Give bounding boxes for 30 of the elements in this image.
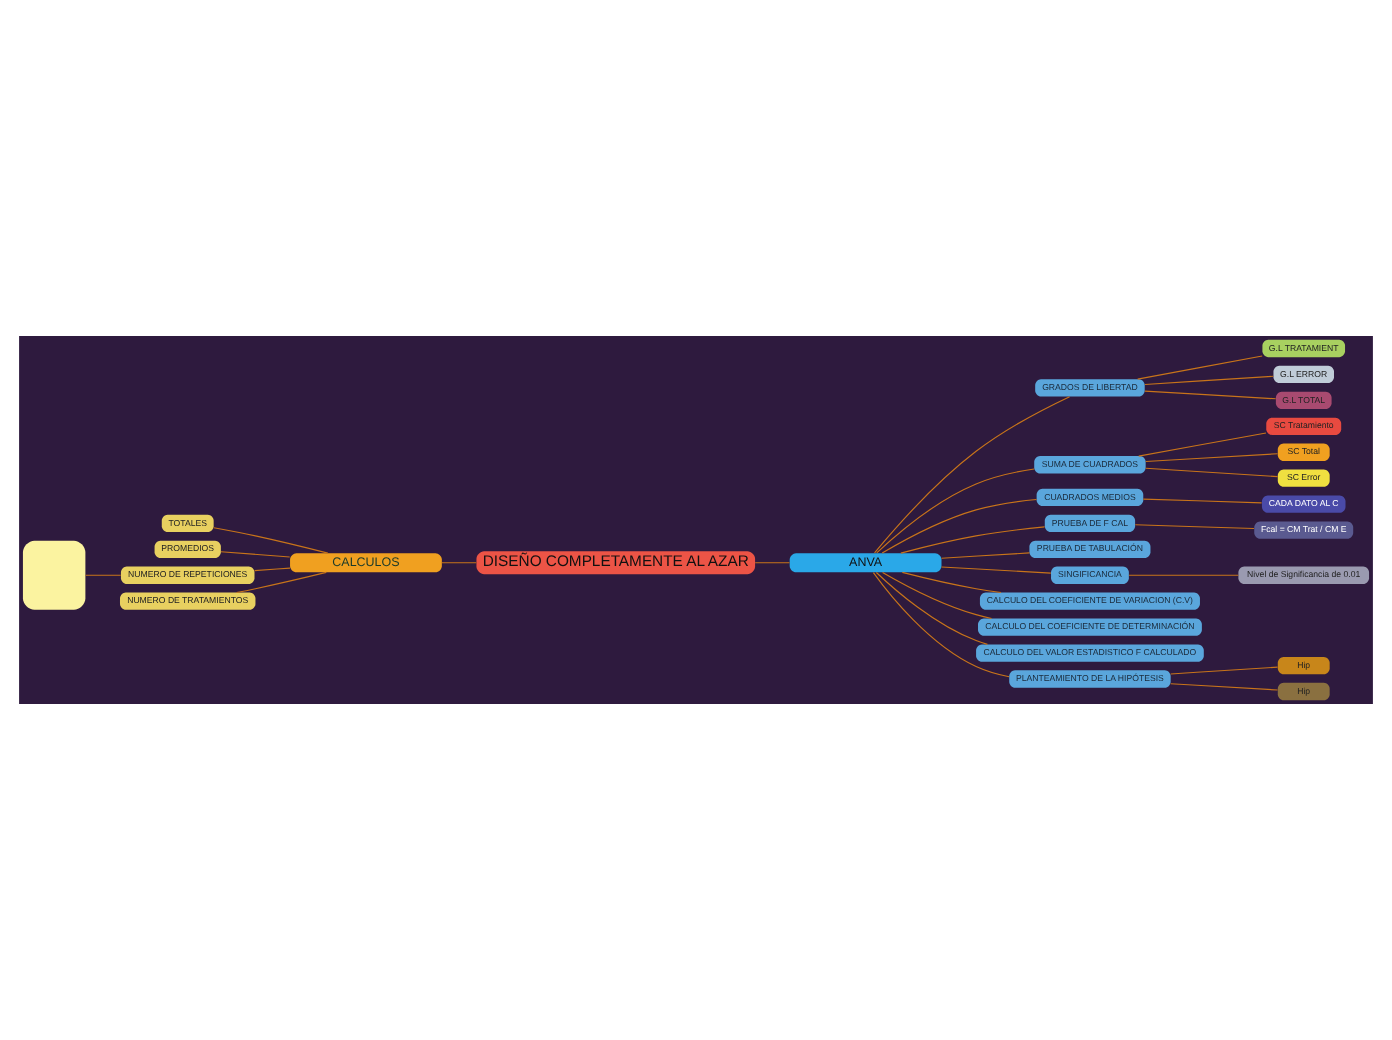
node-box <box>22 540 86 610</box>
connector <box>254 567 291 572</box>
connector <box>754 562 791 564</box>
node-box: DISEÑO COMPLETAMENTE AL AZAR <box>476 551 756 575</box>
connector <box>881 498 1038 554</box>
connector <box>876 468 1035 554</box>
connector <box>1134 524 1255 530</box>
connector <box>1138 432 1267 457</box>
connector <box>1142 498 1263 504</box>
connector <box>220 551 291 558</box>
connector <box>1145 453 1279 463</box>
connector <box>875 571 988 645</box>
connector <box>873 396 1071 554</box>
connector <box>901 571 1002 594</box>
connector <box>940 552 1030 559</box>
connector <box>940 566 1052 574</box>
connector <box>1128 574 1239 576</box>
connector <box>872 572 1010 678</box>
connector <box>1170 666 1279 675</box>
connector <box>1137 355 1263 380</box>
connector <box>85 574 122 576</box>
connector <box>213 527 329 554</box>
connector <box>235 571 327 594</box>
connector <box>1170 683 1279 691</box>
connector <box>1144 390 1277 400</box>
connector <box>1144 375 1274 386</box>
connector <box>441 562 477 564</box>
connector <box>1145 467 1279 478</box>
connector <box>882 571 993 620</box>
connector <box>900 526 1046 554</box>
